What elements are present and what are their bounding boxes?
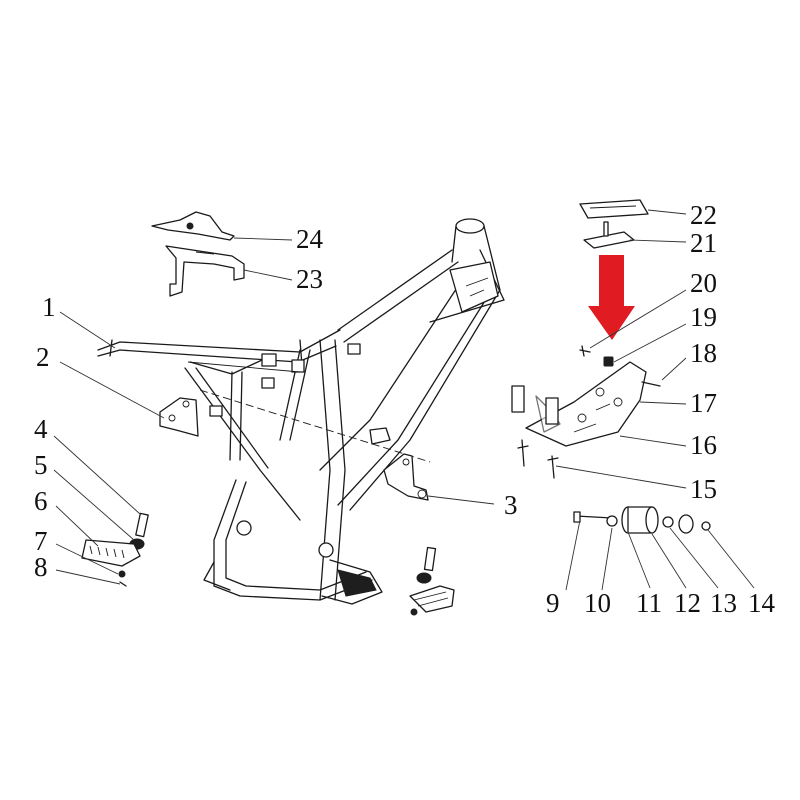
bracket-2: [159, 397, 199, 437]
bracket-24: [151, 211, 235, 241]
plate-22: [579, 199, 649, 219]
callout-5: 5: [34, 450, 48, 480]
callout-23: 23: [296, 264, 323, 294]
right-footpeg-assembly: [409, 546, 455, 616]
callout-3: 3: [504, 490, 518, 520]
bracket-3: [383, 453, 429, 501]
callout-15: 15: [690, 474, 717, 504]
callout-14: 14: [748, 588, 776, 618]
callout-6: 6: [34, 486, 48, 516]
left-footpeg-assembly: [81, 512, 149, 587]
main-frame: [97, 218, 505, 605]
plate-21: [583, 221, 635, 249]
callout-17: 17: [690, 388, 717, 418]
arrow-down-icon: [588, 255, 635, 340]
pivot-hardware: [573, 506, 711, 534]
leader-lines: [53, 209, 755, 591]
callout-4: 4: [34, 414, 48, 444]
callout-8: 8: [34, 552, 48, 582]
callout-11: 11: [636, 588, 662, 618]
skid-plate-assembly: [511, 345, 661, 479]
callout-labels: 1 2 3 4 5 6 7 8 9 10 11 12 13 14 15 16 1…: [34, 200, 776, 618]
callout-16: 16: [690, 430, 717, 460]
callout-7: 7: [34, 526, 48, 556]
callout-18: 18: [690, 338, 717, 368]
callout-2: 2: [36, 342, 50, 372]
bracket-23: [165, 245, 245, 297]
callout-22: 22: [690, 200, 717, 230]
callout-20: 20: [690, 268, 717, 298]
callout-21: 21: [690, 228, 717, 258]
callout-19: 19: [690, 302, 717, 332]
callout-24: 24: [296, 224, 324, 254]
callout-10: 10: [584, 588, 611, 618]
callout-12: 12: [674, 588, 701, 618]
callout-1: 1: [42, 292, 56, 322]
callout-13: 13: [710, 588, 737, 618]
callout-9: 9: [546, 588, 560, 618]
